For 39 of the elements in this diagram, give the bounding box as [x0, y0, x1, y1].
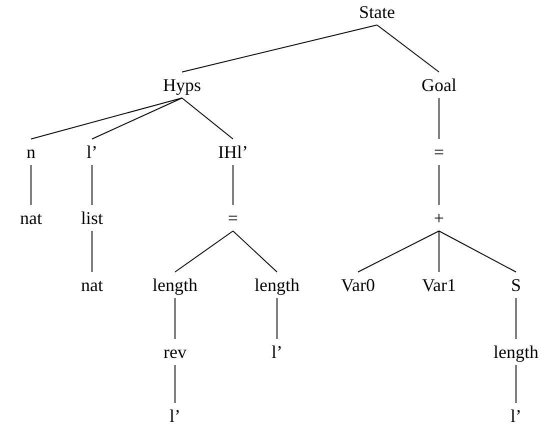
tree-branch	[438, 98, 440, 140]
tree-node-label: =	[434, 143, 444, 161]
tree-branch	[174, 364, 176, 404]
tree-node-label: Goal	[422, 76, 456, 94]
tree-node-label: l’	[272, 343, 282, 361]
tree-node-label: IHl’	[218, 143, 248, 161]
tree-branch	[92, 98, 182, 140]
tree-node-label: =	[228, 209, 238, 227]
tree-node-label: l’	[170, 407, 180, 425]
tree-branch	[376, 24, 440, 72]
tree-node-label: length	[494, 343, 538, 361]
tree-branch	[232, 164, 234, 206]
tree-branch	[174, 230, 234, 272]
tree-branch	[30, 164, 32, 206]
tree-branch	[438, 230, 516, 272]
tree-node-label: length	[254, 276, 300, 294]
tree-node-label: l’	[86, 143, 98, 161]
tree-branch	[182, 98, 234, 140]
tree-node-label: list	[81, 209, 103, 227]
tree-node-label: Var1	[422, 276, 456, 294]
tree-branch	[276, 298, 278, 340]
tree-branch	[30, 98, 182, 140]
tree-node-label: +	[434, 209, 444, 227]
tree-branch	[174, 298, 176, 340]
tree-node-label: rev	[164, 343, 186, 361]
tree-node-label: nat	[20, 209, 42, 227]
tree-branch	[358, 230, 440, 272]
tree-node-label: Var0	[341, 276, 375, 294]
tree-branch	[438, 230, 440, 272]
tree-branch	[232, 230, 278, 272]
tree-node-label: State	[359, 3, 395, 21]
tree-node-label: Hyps	[163, 76, 201, 94]
tree-branch	[182, 24, 378, 72]
tree-node-label: length	[152, 276, 198, 294]
tree-node-label: n	[26, 143, 36, 161]
tree-node-label: nat	[81, 276, 103, 294]
tree-branch	[438, 164, 440, 206]
tree-node-label: S	[511, 276, 521, 294]
tree-node-label: l’	[510, 407, 522, 425]
